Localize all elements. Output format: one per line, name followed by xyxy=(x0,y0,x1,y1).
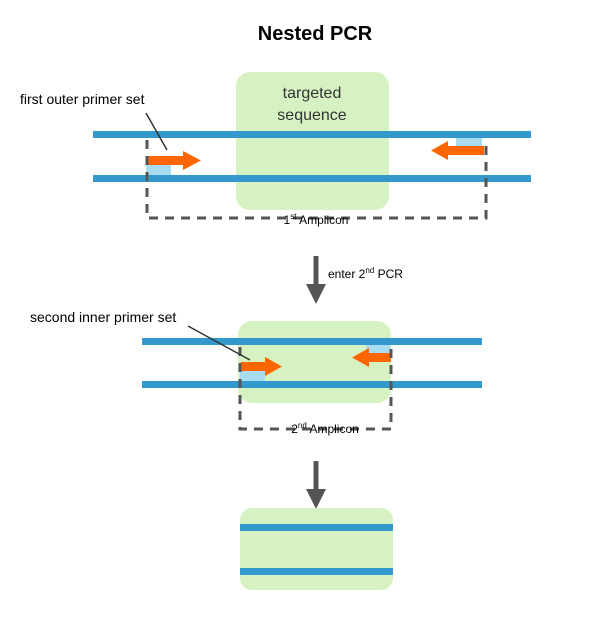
final-product-region xyxy=(240,508,393,590)
inner-reverse-primer-arrow xyxy=(352,348,391,367)
dna-strand-top-3 xyxy=(240,524,393,531)
amplicon1-label: 1st Amplicon xyxy=(284,212,349,227)
dna-strand-bottom-3 xyxy=(240,568,393,575)
dna-strand-top-1 xyxy=(93,131,531,138)
outer-reverse-primer-arrow xyxy=(431,141,484,160)
dna-strand-top-2 xyxy=(142,338,482,345)
targeted-label-line1: targeted xyxy=(283,85,342,102)
inner-primer-callout-line xyxy=(187,325,251,361)
enter-second-pcr-label: enter 2nd PCR xyxy=(328,266,403,281)
inner-primer-site-forward xyxy=(240,369,265,383)
amplicon1-dashed-outline xyxy=(145,140,488,220)
inner-primer-set-label: second inner primer set xyxy=(30,309,176,325)
inner-forward-primer-arrow xyxy=(241,357,282,376)
outer-primer-site-forward xyxy=(146,162,171,177)
dna-strand-bottom-1 xyxy=(93,175,531,182)
amplicon2-dashed-outline xyxy=(238,347,393,431)
dna-strand-bottom-2 xyxy=(142,381,482,388)
diagram-title: Nested PCR xyxy=(258,23,373,45)
outer-primer-set-label: first outer primer set xyxy=(20,91,145,107)
targeted-label-line2: sequence xyxy=(277,107,346,124)
outer-primer-callout-line xyxy=(145,112,168,151)
outer-forward-primer-arrow xyxy=(146,151,201,170)
amplicon2-label: 2nd Amplicon xyxy=(291,421,359,436)
